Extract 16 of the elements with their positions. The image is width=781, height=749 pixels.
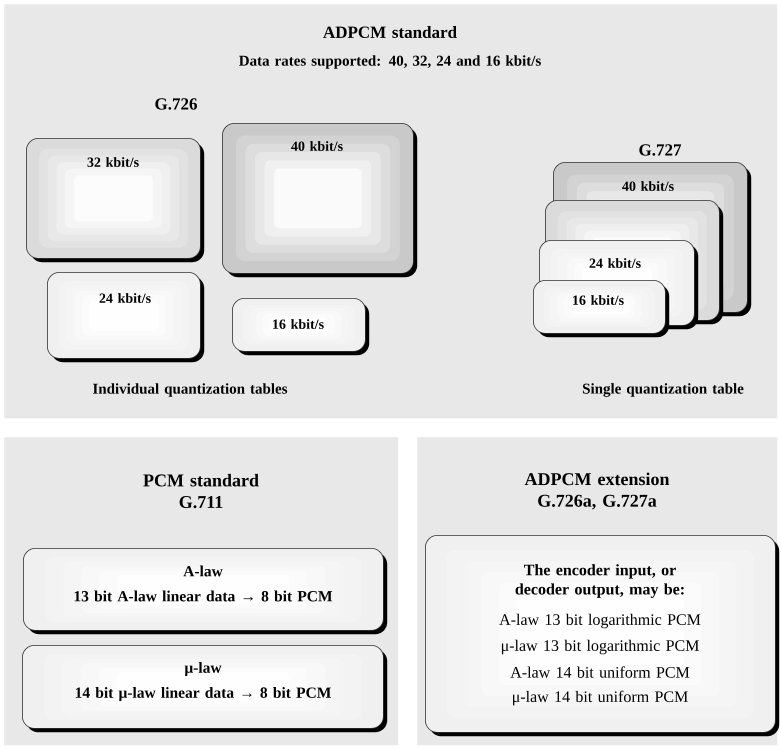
rate-box: 16 kbit/s bbox=[232, 298, 370, 356]
panel-title: PCM standard G.711 bbox=[143, 474, 259, 508]
rate-box: 16 kbit/s bbox=[533, 280, 670, 338]
panel-title: ADPCM extension G.726a, G.727a bbox=[524, 472, 670, 510]
group-caption: Individual quantization tables bbox=[92, 383, 288, 397]
group-caption: Single quantization table bbox=[582, 383, 744, 397]
law-box: μ-law 14 bit μ-law linear data → 8 bit PCM bbox=[22, 645, 388, 732]
format-box: The encoder input, or decoder output, may be: A-law 13 bit logarithmic PCM μ-law 13 bit logarithmic PCM A-law 14 bit uniform PCM μ-law 14 bit uniform PCM bbox=[425, 535, 780, 736]
law-box: A-law 13 bit A-law linear data → 8 bit PCM bbox=[23, 548, 388, 634]
group-heading: G.726 bbox=[155, 98, 197, 110]
group-heading: G.727 bbox=[639, 144, 682, 156]
panel-title: Data rates supported: 40, 32, 24 and 16 kbit/s bbox=[239, 55, 541, 69]
rate-box: 32 kbit/s bbox=[26, 138, 204, 262]
panel-title: ADPCM standard bbox=[323, 26, 457, 38]
rate-box: 24 kbit/s bbox=[47, 272, 204, 362]
rate-box: 40 kbit/s bbox=[222, 123, 418, 278]
